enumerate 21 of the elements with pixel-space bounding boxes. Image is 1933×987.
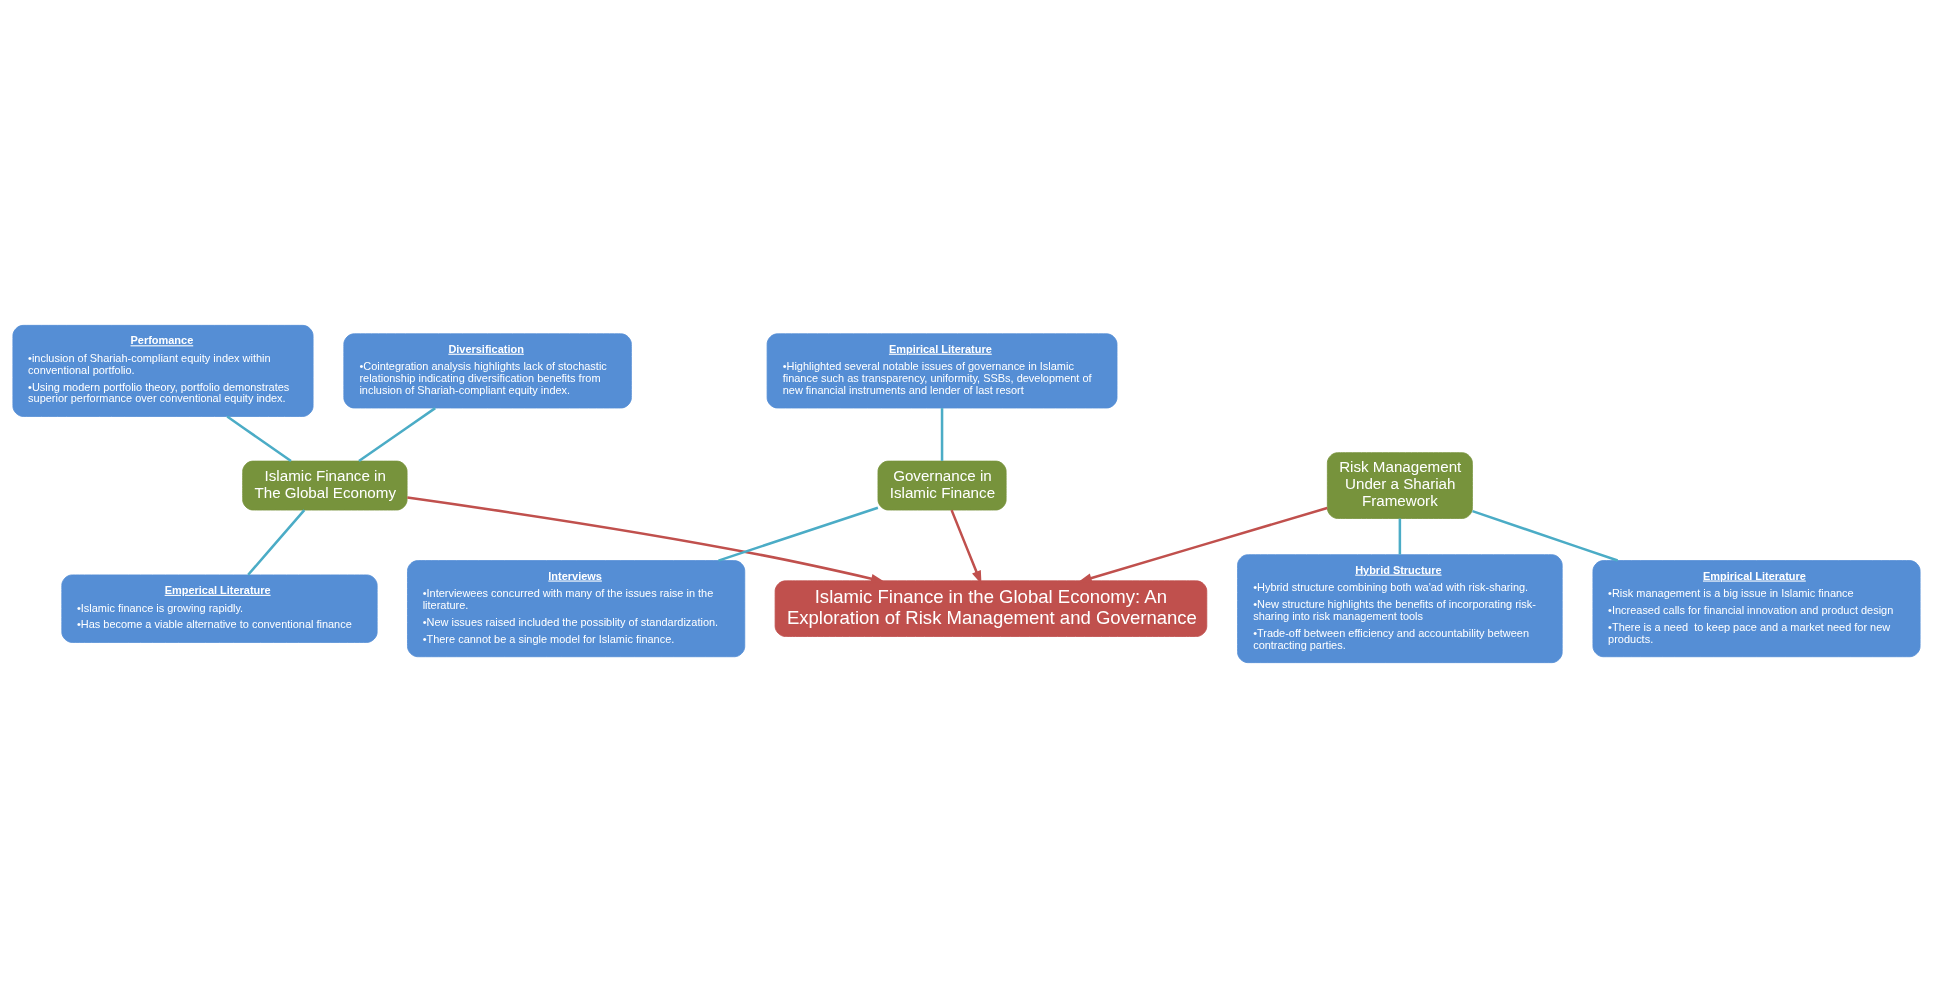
node-box: Interviews •Interviewees concurred with many of the issues raise in the literature. •New issues raised included the possiblity of standardization. •There cannot be a single model for Islamic finance. — [407, 559, 746, 657]
arrow — [407, 495, 885, 583]
node-box: Empirical Literature •Highlighted several notable issues of governance in Islamic finance such as transparency, uniformity, SSBs, development of new financial instruments and lender of last resort — [766, 332, 1118, 408]
node-box: Emperical Literature •Islamic finance is growing rapidly. •Has become a viable alternative to conventional finance — [61, 574, 378, 643]
node-box: Governance in Islamic Finance — [877, 460, 1007, 510]
node-box: Islamic Finance in The Global Economy — [242, 460, 408, 510]
connector — [247, 508, 306, 576]
connector — [1398, 518, 1402, 555]
connector — [1472, 509, 1619, 562]
arrow — [1078, 506, 1328, 583]
node-box: Hybrid Structure •Hybrid structure combining both wa'ad with risk-sharing. •New structure highlights the benefits of incorporating risk-sharing into risk management tools •Trade-off between efficiency and accountability between contracting parties. — [1237, 553, 1563, 663]
node-box: Islamic Finance in the Global Economy: An Exploration of Risk Management and Governance — [774, 579, 1208, 637]
connector — [940, 407, 944, 461]
node-box: Empirical Literature •Risk management is a big issue in Islamic finance •Increased calls for financial innovation and product design •There is a need to keep pace and a market need for new products. — [1592, 559, 1921, 657]
connector — [718, 506, 879, 562]
node-box: Perfomance •inclusion of Shariah-compliant equity index within conventional portfolio. •Using modern portfolio theory, portfolio demonstrates superior performance over conventional equity index. — [12, 324, 314, 417]
connector — [358, 406, 436, 462]
connector — [226, 415, 292, 462]
arrow — [950, 509, 982, 584]
node-box: Risk Management Under a Shariah Framework — [1326, 451, 1473, 519]
node-box: Diversification •Cointegration analysis highlights lack of stochastic relationship indicating diversification benefits from inclusion of Shariah-compliant equity index. — [343, 332, 632, 408]
